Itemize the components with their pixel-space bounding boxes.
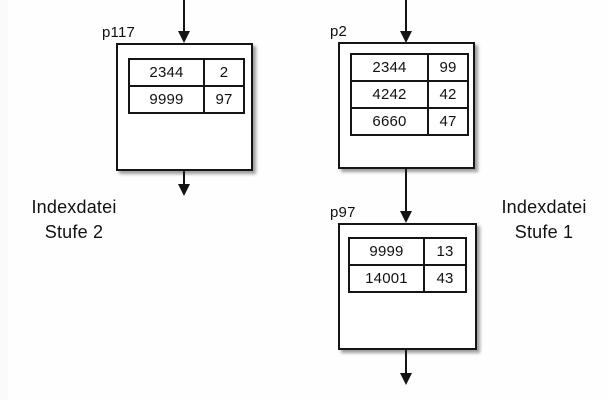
key-cell: 2344 — [352, 55, 429, 80]
arrow-out-of-p117-line — [183, 171, 185, 185]
node-p2: p2 2344 99 4242 42 6660 47 — [330, 23, 475, 169]
node-p117: p117 2344 2 9999 97 — [102, 24, 253, 171]
page-label-p97: p97 — [330, 204, 356, 221]
page-box-p2: 2344 99 4242 42 6660 47 — [338, 42, 475, 169]
index-table-p2: 2344 99 4242 42 6660 47 — [350, 53, 469, 136]
index-table-p97: 9999 13 14001 43 — [348, 237, 467, 293]
level-label-stufe-1: Indexdatei Stufe 1 — [479, 195, 608, 245]
arrow-down-icon — [178, 184, 190, 196]
key-cell: 14001 — [350, 266, 425, 291]
level-label-line1: Indexdatei — [31, 197, 117, 217]
pointer-cell: 43 — [436, 270, 454, 287]
page-label-p117: p117 — [102, 24, 136, 41]
pointer-cell: 99 — [439, 59, 457, 76]
table-row: 14001 43 — [350, 266, 465, 291]
pointer-cell: 42 — [439, 86, 457, 103]
key-cell: 4242 — [352, 82, 429, 107]
arrow-down-icon — [400, 31, 412, 43]
page-box-p117: 2344 2 9999 97 — [116, 43, 253, 171]
level-label-line1: Indexdatei — [501, 197, 587, 217]
index-table-p117: 2344 2 9999 97 — [128, 58, 245, 114]
table-row: 4242 42 — [352, 82, 467, 109]
level-label-line2: Stufe 1 — [514, 222, 574, 242]
arrow-into-p2-line — [405, 0, 407, 32]
table-row: 2344 99 — [352, 55, 467, 82]
pointer-cell: 47 — [439, 113, 457, 130]
pointer-cell: 97 — [215, 91, 233, 108]
table-row: 9999 97 — [130, 87, 243, 112]
page-edge-strip — [0, 0, 8, 400]
arrow-p2-to-p97-line — [405, 169, 407, 212]
level-label-stufe-2: Indexdatei Stufe 2 — [9, 195, 139, 245]
arrow-down-icon — [400, 373, 412, 385]
node-p97: p97 9999 13 14001 43 — [330, 204, 477, 350]
arrow-down-icon — [400, 211, 412, 223]
key-cell: 9999 — [350, 239, 425, 264]
key-cell: 2344 — [130, 60, 205, 85]
table-row: 9999 13 — [350, 239, 465, 266]
arrow-down-icon — [178, 31, 190, 43]
level-label-line2: Stufe 2 — [44, 222, 104, 242]
pointer-cell: 2 — [219, 64, 229, 81]
key-cell: 9999 — [130, 87, 205, 112]
key-cell: 6660 — [352, 109, 429, 134]
arrow-out-of-p97-line — [405, 350, 407, 374]
table-row: 6660 47 — [352, 109, 467, 134]
page-box-p97: 9999 13 14001 43 — [338, 223, 477, 350]
arrow-into-p117-line — [183, 0, 185, 32]
table-row: 2344 2 — [130, 60, 243, 87]
page-label-p2: p2 — [330, 23, 348, 40]
pointer-cell: 13 — [436, 243, 454, 260]
